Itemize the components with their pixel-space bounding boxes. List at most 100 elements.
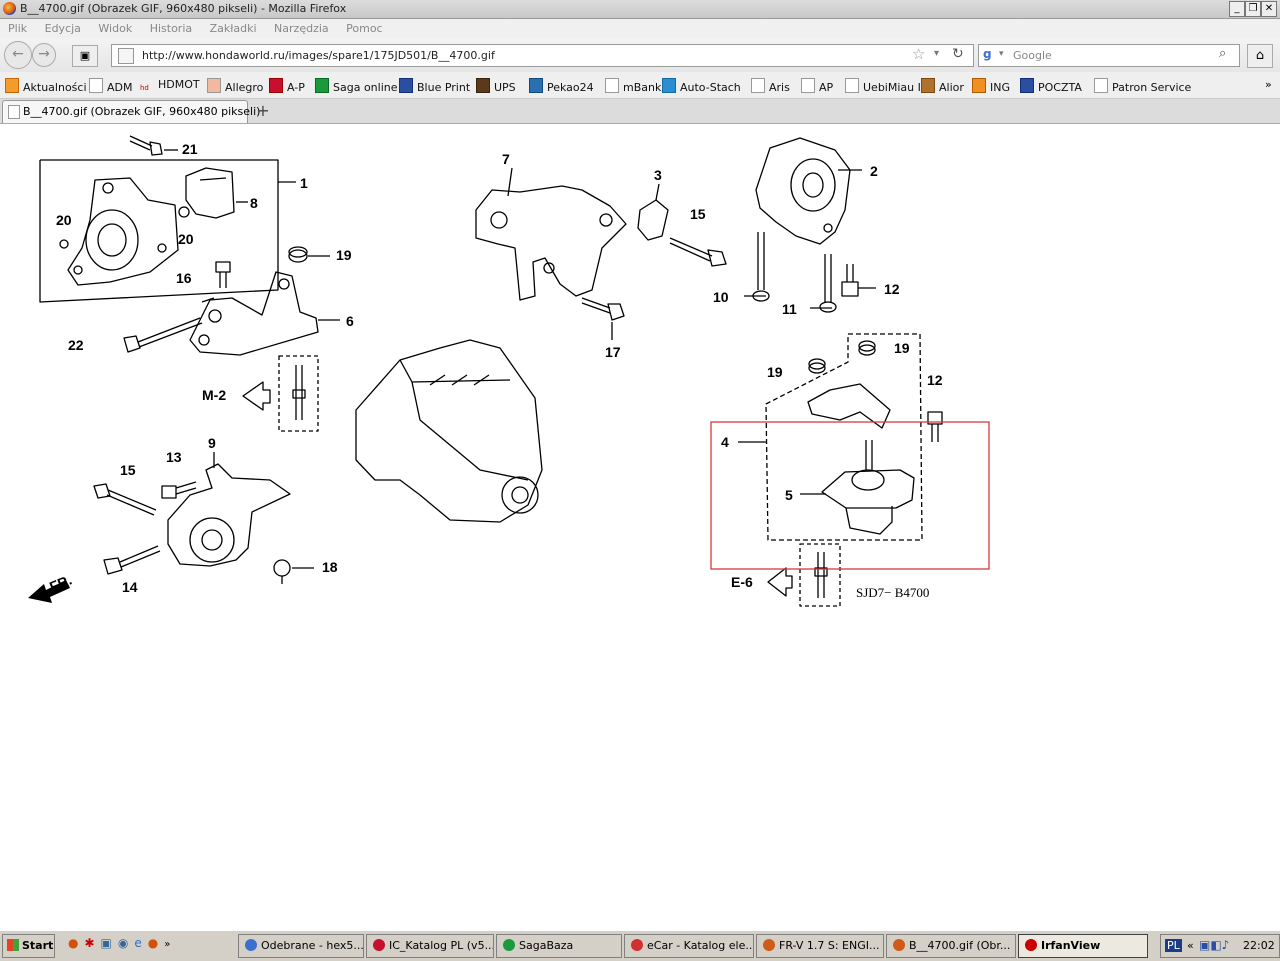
bookmark-item[interactable]: Aris: [751, 78, 790, 94]
callout-1: 1: [300, 175, 308, 191]
taskbar-item[interactable]: B__4700.gif (Obr...: [886, 934, 1016, 958]
start-button[interactable]: Start: [2, 934, 55, 958]
bookmark-item[interactable]: ING: [972, 78, 1010, 94]
part-mount-9: [167, 463, 291, 567]
stud-dashed-box: [278, 355, 319, 432]
front-arrow-icon: [28, 580, 70, 603]
callout-2: 2: [870, 163, 878, 179]
bookmark-item[interactable]: POCZTA: [1020, 78, 1082, 94]
app-icon[interactable]: ✱: [84, 936, 101, 950]
search-icon[interactable]: ⌕: [1219, 46, 1227, 61]
bookmark-item[interactable]: Pekao24: [529, 78, 594, 94]
bolt-20: [178, 206, 190, 218]
callout-22: 22: [68, 337, 84, 353]
callout-e6: E-6: [731, 574, 753, 590]
app-icon[interactable]: ◉: [117, 936, 135, 950]
app-icon[interactable]: ▣: [100, 936, 118, 950]
search-input[interactable]: Google: [1013, 49, 1052, 62]
page-icon[interactable]: ▣: [72, 45, 98, 67]
search-bar[interactable]: g ▾ Google ⌕: [978, 44, 1240, 67]
bookmark-item[interactable]: Saga online: [315, 78, 398, 94]
minimize-button[interactable]: _: [1229, 1, 1245, 17]
home-button[interactable]: ⌂: [1247, 44, 1273, 68]
bookmark-item[interactable]: A-P: [269, 78, 305, 94]
part-mount-5: [821, 440, 915, 535]
group-outline-4: [765, 333, 923, 541]
callout-3: 3: [654, 167, 662, 183]
menu-plik[interactable]: Plik: [8, 22, 28, 35]
menu-zakladki[interactable]: Zakładki: [209, 22, 257, 35]
bookmark-item[interactable]: Blue Print: [399, 78, 470, 94]
chevron-left-icon[interactable]: «: [1187, 939, 1194, 952]
menu-bar: Plik Edycja Widok Historia Zakładki Narz…: [0, 19, 1280, 38]
bookmark-item[interactable]: Allegro: [207, 78, 263, 94]
star-icon[interactable]: ☆: [912, 45, 926, 63]
firefox-icon[interactable]: ●: [68, 936, 85, 950]
close-button[interactable]: ✕: [1261, 1, 1277, 17]
back-button[interactable]: ←: [4, 41, 32, 69]
taskbar-item[interactable]: eCar - Katalog ele...: [624, 934, 754, 958]
image-file-icon: [8, 105, 20, 119]
ie-icon[interactable]: e: [134, 936, 148, 950]
url-bar[interactable]: http://www.hondaworld.ru/images/spare1/1…: [111, 44, 974, 67]
menu-widok[interactable]: Widok: [98, 22, 133, 35]
bookmark-item[interactable]: ADM: [89, 78, 133, 94]
callout-19: 19: [894, 340, 910, 356]
menu-historia[interactable]: Historia: [149, 22, 193, 35]
bookmark-item[interactable]: UebiMiau I: [845, 78, 921, 94]
taskbar-item[interactable]: FR-V 1.7 S: ENGI...: [756, 934, 884, 958]
maximize-button[interactable]: ❐: [1245, 1, 1261, 17]
search-engine-dropdown-icon[interactable]: ▾: [999, 49, 1004, 59]
callout-12: 12: [884, 281, 900, 297]
url-text: http://www.hondaworld.ru/images/spare1/1…: [142, 49, 495, 62]
quick-launch[interactable]: ●✱▣◉e●»: [68, 936, 171, 950]
callout-7: 7: [502, 151, 510, 167]
callout-20: 20: [56, 212, 72, 228]
nut-19: [808, 358, 826, 374]
bookmark-item[interactable]: Auto-Stach: [662, 78, 741, 94]
bookmark-item[interactable]: UPS: [476, 78, 516, 94]
bolt-14: [103, 545, 161, 575]
callout-6: 6: [346, 313, 354, 329]
firefox-icon[interactable]: ●: [147, 936, 165, 950]
callout-m2: M-2: [202, 387, 226, 403]
language-indicator[interactable]: PL: [1165, 939, 1182, 952]
menu-narzedzia[interactable]: Narzędzia: [274, 22, 329, 35]
part-bracket-8: [185, 167, 235, 219]
bookmark-item[interactable]: mBank: [605, 78, 661, 94]
part-bracket-6: [189, 271, 319, 356]
bolt-12: [841, 264, 859, 297]
highlight-box: [710, 421, 990, 570]
chevron-right-icon[interactable]: »: [1265, 78, 1272, 91]
bookmark-item[interactable]: Patron Service: [1094, 78, 1191, 94]
callout-15: 15: [120, 462, 136, 478]
bookmark-item[interactable]: Alior: [921, 78, 964, 94]
bolt-12: [927, 411, 943, 442]
callout-19: 19: [336, 247, 352, 263]
taskbar-item[interactable]: IC_Katalog PL (v5...: [366, 934, 494, 958]
google-icon[interactable]: g: [983, 47, 992, 61]
menu-edycja[interactable]: Edycja: [44, 22, 81, 35]
arrow-e6-icon: [767, 567, 793, 597]
parts-diagram: 21 1 8 20 20 19 16 6 22 M-2 7 3 15 17 2 …: [0, 123, 1280, 930]
forward-button[interactable]: →: [32, 43, 56, 67]
tab-image[interactable]: B__4700.gif (Obrazek GIF, 960x480 piksel…: [2, 100, 260, 123]
nut-20: [59, 239, 69, 249]
part-clip-3: [637, 199, 669, 241]
part-engine-mount-1: [67, 177, 179, 286]
tray-icons[interactable]: ▣◧♪: [1199, 938, 1230, 952]
bookmark-item[interactable]: Aktualności: [5, 78, 87, 94]
new-tab-button[interactable]: +: [256, 101, 270, 120]
bookmark-item[interactable]: AP: [801, 78, 833, 94]
menu-pomoc[interactable]: Pomoc: [346, 22, 383, 35]
callout-4: 4: [721, 434, 729, 450]
taskbar-item[interactable]: SagaBaza: [496, 934, 622, 958]
taskbar-item-active[interactable]: IrfanView: [1018, 934, 1148, 958]
callout-19: 19: [767, 364, 783, 380]
taskbar-item[interactable]: Odebrane - hex5...: [238, 934, 364, 958]
dropdown-icon[interactable]: ▾: [934, 48, 940, 59]
reload-icon[interactable]: ↻: [952, 46, 964, 62]
nut-18: [273, 559, 291, 584]
